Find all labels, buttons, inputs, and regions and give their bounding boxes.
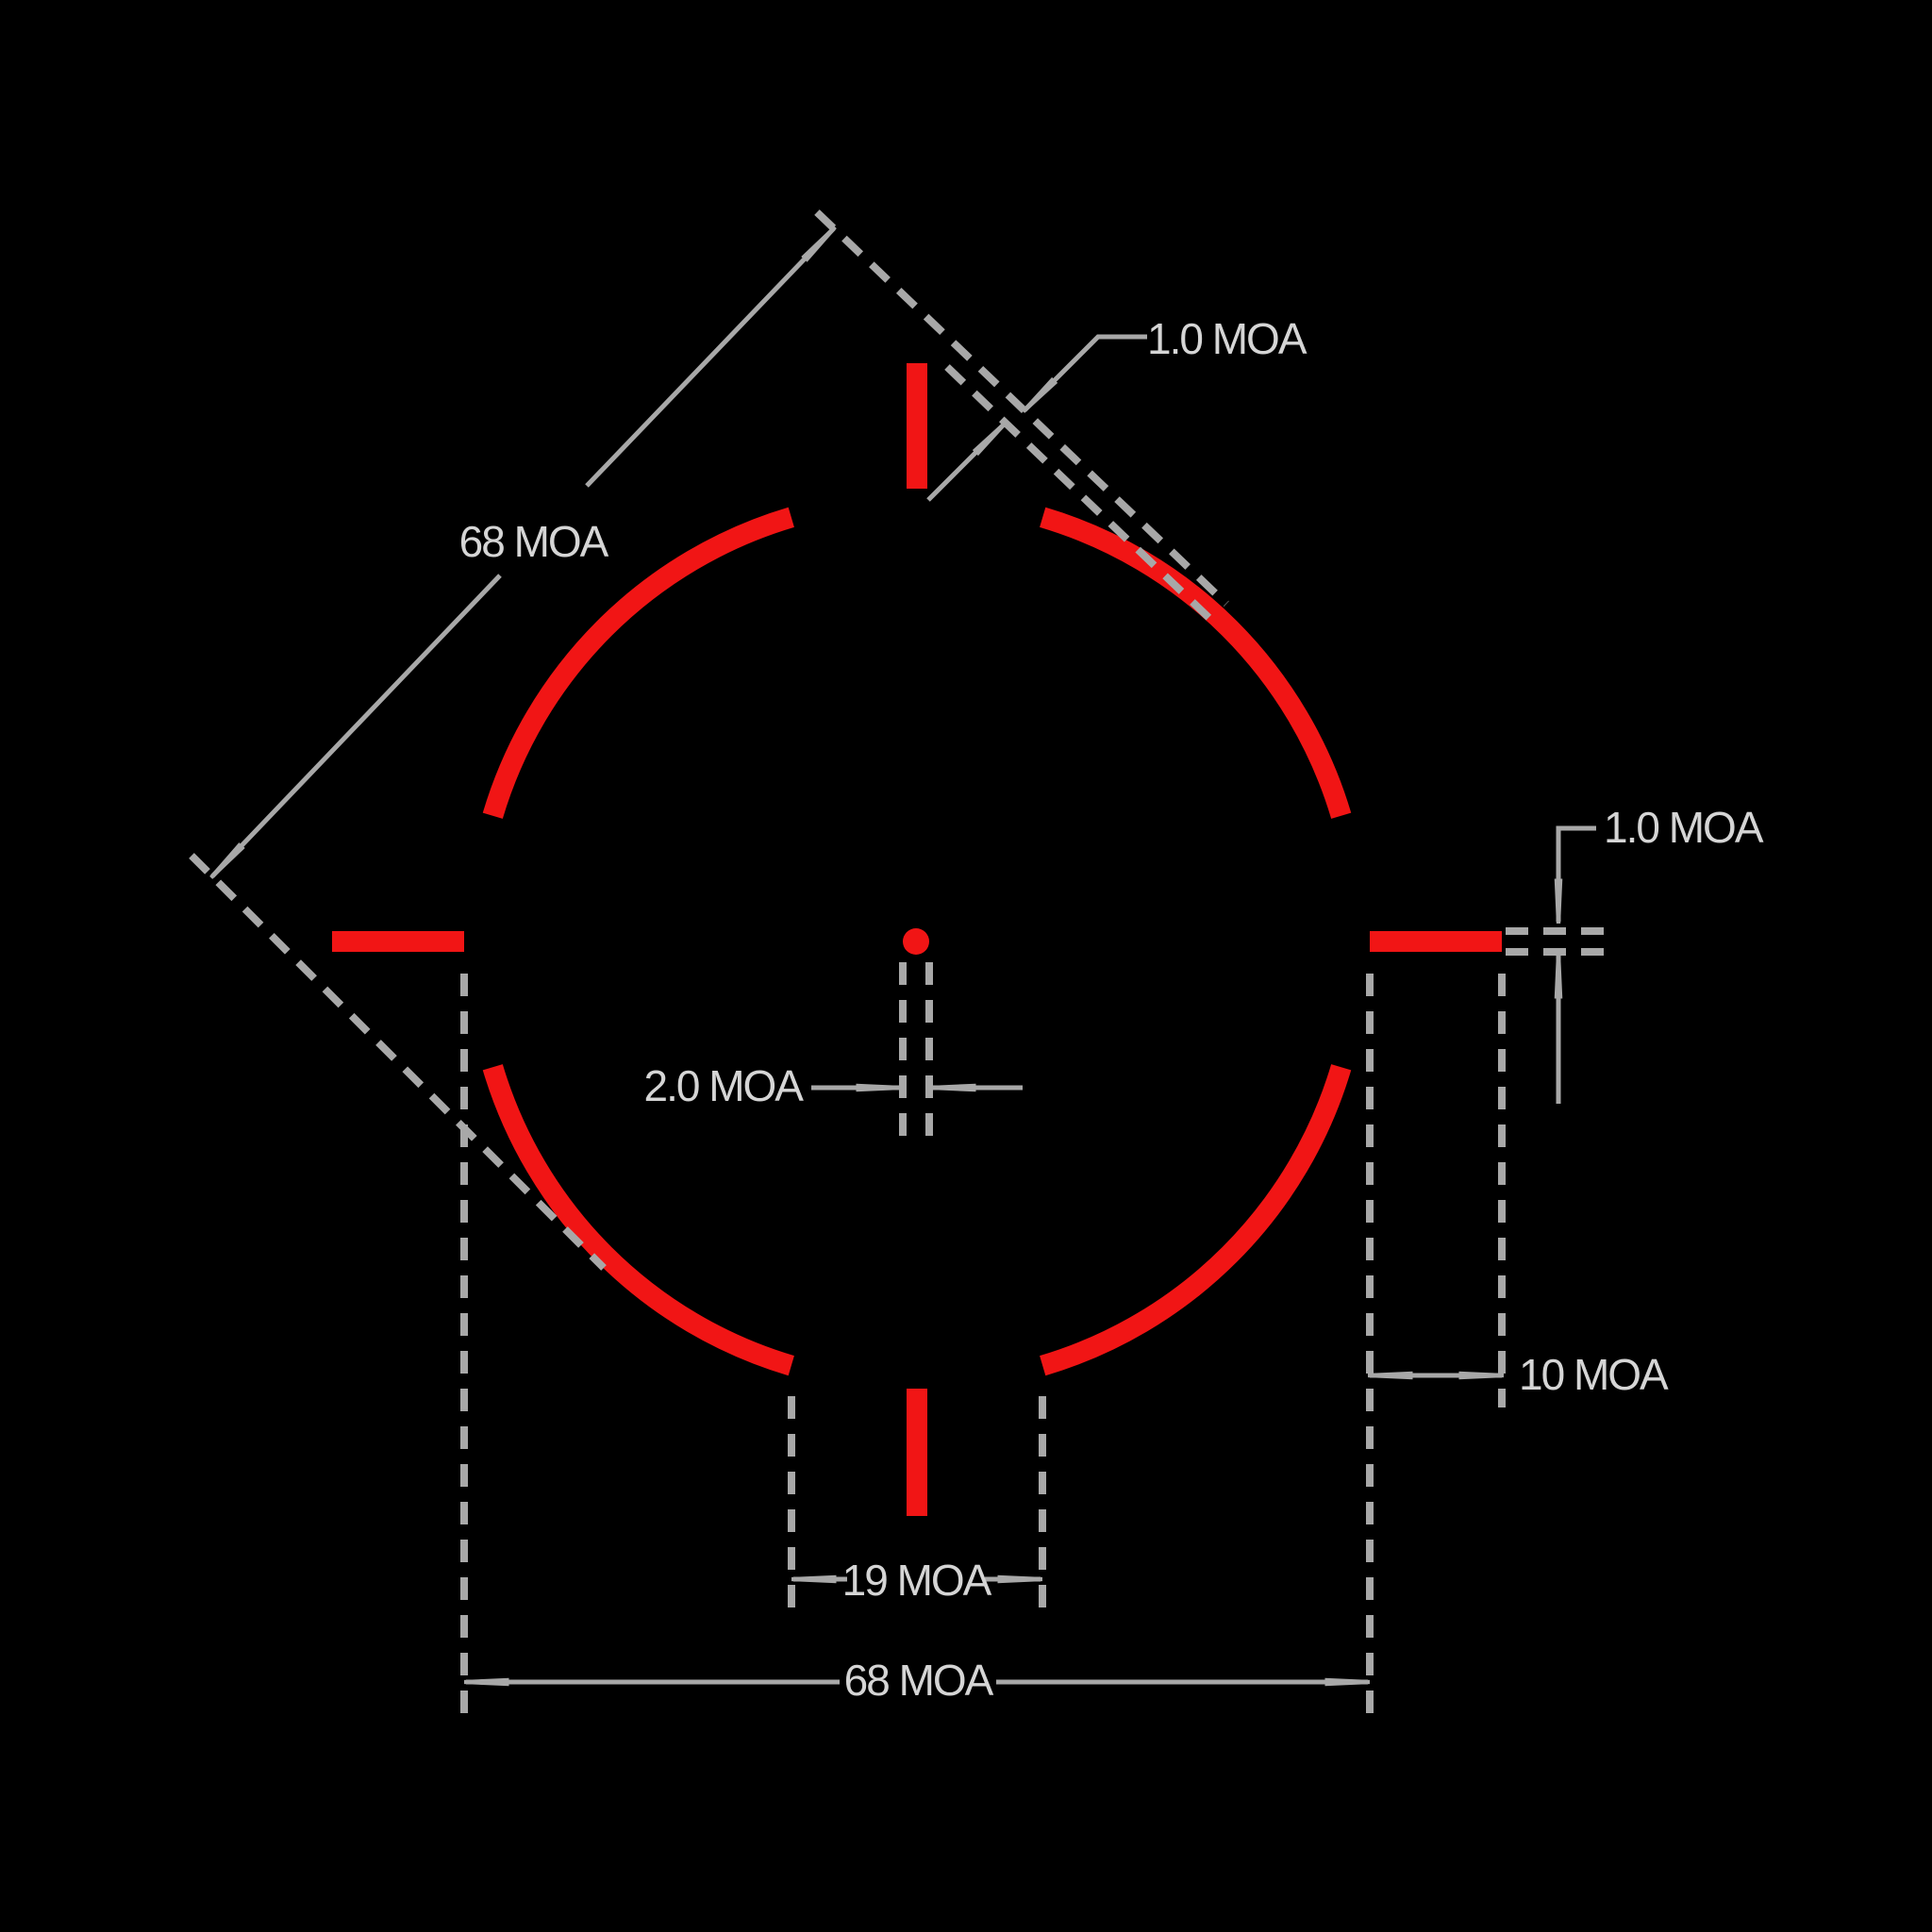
label-tick-length: 10 MOA <box>1519 1350 1669 1399</box>
dimension-diagonal-lower-segment <box>212 574 502 876</box>
extension-line-diagonal-inner <box>944 364 1218 626</box>
leader-tick-thickness-upper <box>1558 825 1596 922</box>
reticle-tick-top <box>907 363 927 489</box>
dimension-diagonal-upper-segment <box>585 228 834 488</box>
extension-lines-group <box>189 209 1615 1713</box>
labels-group: 1.0 MOA 68 MOA 1.0 MOA 2.0 MOA 10 MOA 19… <box>459 314 1766 1705</box>
reticle-arc-upper-left <box>482 507 794 819</box>
label-circle-line-thickness: 1.0 MOA <box>1147 314 1307 363</box>
extension-line-diagonal-outer <box>814 209 1229 607</box>
reticle-arc-lower-right <box>1040 1064 1352 1376</box>
reticle-arc-lower-left <box>482 1064 794 1376</box>
reticle-tick-right <box>1370 931 1502 952</box>
reticle-tick-bottom <box>907 1389 927 1516</box>
label-bottom-gap-width: 19 MOA <box>842 1556 992 1605</box>
dimension-lines-group <box>212 228 1596 1682</box>
label-circle-diameter: 68 MOA <box>844 1656 994 1705</box>
label-tick-thickness: 1.0 MOA <box>1604 803 1764 852</box>
extension-line-diagonal-lower-left <box>189 853 607 1271</box>
reticle-group <box>332 363 1502 1516</box>
label-center-dot-diameter: 2.0 MOA <box>643 1061 804 1110</box>
label-diagonal-diameter: 68 MOA <box>459 517 609 566</box>
reticle-arc-upper-right <box>1040 507 1352 819</box>
reticle-tick-left <box>332 931 464 952</box>
reticle-center-dot <box>903 928 929 955</box>
arrow-thickness-top-opposing <box>926 423 1006 502</box>
leader-line-thickness-top <box>1024 334 1147 410</box>
